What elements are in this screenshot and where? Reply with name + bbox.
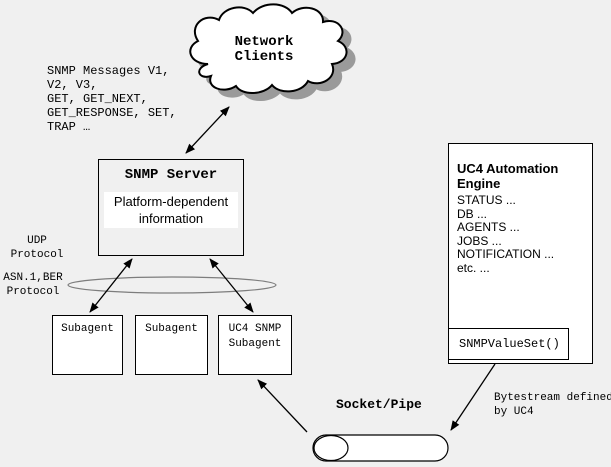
subagent-box-2: Subagent (135, 315, 208, 375)
uc4-snmp-subagent-label: UC4 SNMP Subagent (228, 323, 282, 350)
uc4-engine-item: DB ... (457, 206, 488, 221)
uc4-automation-engine-box: UC4 Automation Engine STATUS ... DB ... … (448, 143, 593, 364)
subagent-box-1: Subagent (52, 315, 123, 375)
arrow-cloud-snmp-server (185, 106, 230, 154)
pipe-end-cap (313, 434, 349, 462)
socket-pipe-icon (312, 434, 449, 462)
uc4-engine-item-list: STATUS ... DB ... AGENTS ... JOBS ... NO… (457, 193, 555, 275)
network-clients-label: Network Clients (234, 34, 294, 65)
protocol-layer-ellipse (67, 276, 277, 294)
subagent-2-label: Subagent (145, 323, 198, 335)
platform-dependent-label: Platform-dependent information (104, 192, 238, 228)
bytestream-label: Bytestream defined by UC4 (494, 392, 611, 418)
uc4-snmp-subagent-box: UC4 SNMP Subagent (218, 315, 292, 375)
arrow-uc4-engine-pipe (450, 363, 496, 431)
uc4-engine-title: UC4 Automation Engine (457, 161, 559, 191)
uc4-engine-item: NOTIFICATION ... (457, 247, 555, 261)
uc4-engine-item: AGENTS ... (457, 220, 520, 234)
subagent-1-label: Subagent (61, 323, 114, 335)
socket-pipe-label: Socket/Pipe (336, 397, 422, 412)
arrow-server-subagent1 (89, 258, 133, 313)
snmpvalueset-box: SNMPValueSet() (448, 328, 569, 360)
snmp-server-title: SNMP Server (124, 167, 218, 183)
arrow-pipe-uc4-subagent (257, 379, 308, 433)
cloud-outline (189, 3, 348, 94)
snmpvalueset-label: SNMPValueSet() (459, 337, 560, 351)
asn1-ber-protocol-label: ASN.1,BER Protocol (3, 272, 63, 298)
uc4-engine-item: etc. ... (457, 260, 490, 275)
pipe-body (312, 434, 449, 462)
arrow-server-uc4-subagent (209, 258, 254, 313)
snmp-messages-label: SNMP Messages V1, V2, V3, GET, GET_NEXT,… (47, 64, 177, 134)
snmp-server-box: SNMP Server Platform-dependent informati… (98, 159, 244, 256)
network-cloud-icon (189, 3, 356, 101)
uc4-engine-item: STATUS ... (457, 193, 516, 207)
udp-protocol-label: UDP Protocol (10, 235, 64, 261)
uc4-engine-item: JOBS ... (457, 233, 502, 248)
